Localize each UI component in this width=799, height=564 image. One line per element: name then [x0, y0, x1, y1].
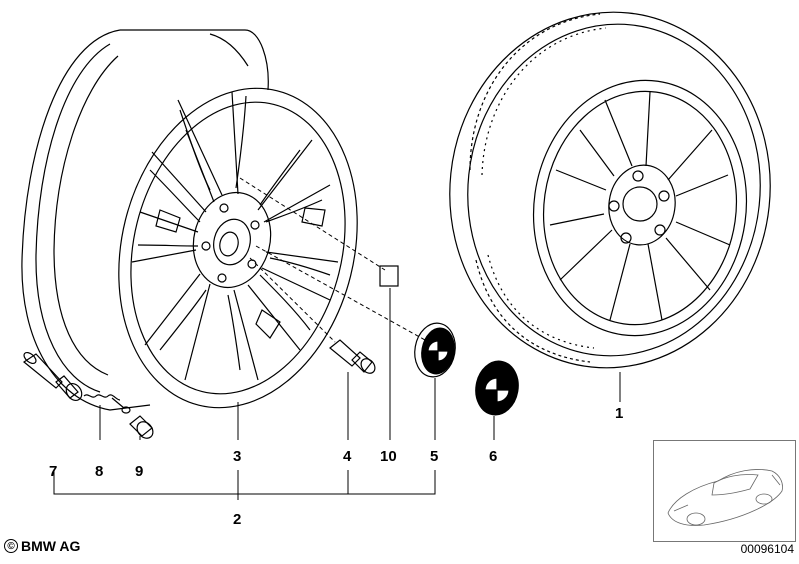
copyright-text: BMW AG — [21, 538, 81, 554]
explode-lines — [239, 177, 426, 343]
copyright-notice: © BMW AG — [4, 538, 80, 554]
callout-labels: 1 2 3 4 5 6 7 8 9 10 — [49, 405, 623, 528]
valve-cap-part — [129, 415, 154, 439]
label-7: 7 — [49, 463, 57, 480]
balance-weight-part — [379, 265, 399, 287]
label-3: 3 — [233, 448, 241, 465]
emblem-part — [475, 360, 519, 416]
car-icon — [667, 469, 783, 526]
label-6: 6 — [489, 448, 497, 465]
copyright-icon: © — [4, 539, 18, 553]
valve-core-part — [83, 394, 131, 414]
vehicle-thumbnail — [653, 440, 796, 542]
label-8: 8 — [95, 463, 103, 480]
diagram-id: 00096104 — [740, 542, 794, 556]
complete-wheel — [449, 11, 771, 369]
alloy-rim — [21, 29, 358, 411]
wheel-bolt-part — [329, 339, 376, 374]
label-5: 5 — [430, 448, 438, 465]
label-2: 2 — [233, 511, 241, 528]
label-10: 10 — [380, 448, 397, 465]
label-4: 4 — [343, 448, 352, 465]
hub-cap-part — [414, 322, 456, 378]
label-1: 1 — [615, 405, 623, 422]
valve-part — [22, 351, 83, 401]
label-9: 9 — [135, 463, 143, 480]
leader-lines — [53, 288, 621, 500]
